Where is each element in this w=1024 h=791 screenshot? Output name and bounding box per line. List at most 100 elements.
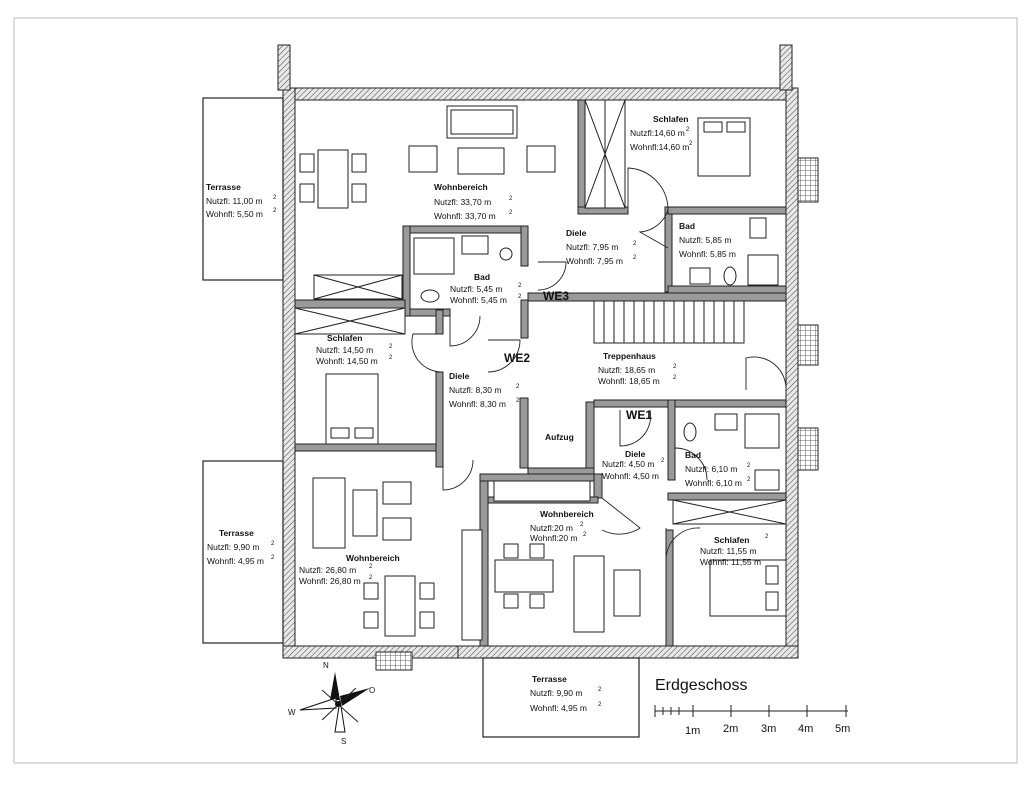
page-frame [13,17,1018,764]
room-name-schlafen-tr: Schlafen [653,114,688,124]
sup: 2 [633,241,637,247]
sup: 2 [518,283,522,289]
unit-label-we2: WE2 [504,351,530,365]
compass-n: N [323,661,329,670]
room-name-terrasse-tl: Terrasse [206,182,241,192]
sup: 2 [271,555,275,561]
room-name-bad-br: Bad [685,450,701,460]
sup: 2 [516,398,520,404]
sup: 2 [686,127,690,133]
room-wohnfl-schlafen-tr: Wohnfl:14,60 m [630,142,689,152]
room-nutzfl-treppenhaus: Nutzfl: 18,65 m [598,365,655,375]
room-labels: Terrasse Nutzfl: 11,00 m Wohnfl: 5,50 m … [206,114,761,713]
room-wohnfl-schlafen-br: Wohnfl: 11,55 m [700,557,761,567]
room-name-terrasse-b: Terrasse [532,674,567,684]
scale-label-2m: 2m [723,723,738,735]
room-nutzfl-wohn-bc: Nutzfl:20 m [530,523,573,533]
room-nutzfl-terrasse-tl: Nutzfl: 11,00 m [206,196,263,206]
room-wohnfl-terrasse-l: Wohnfl: 4,95 m [207,556,264,566]
sup: 2 [369,575,373,581]
room-wohnfl-terrasse-tl: Wohnfl: 5,50 m [206,209,263,219]
sup: 2 [598,687,602,693]
room-name-wohn-bc: Wohnbereich [540,509,594,519]
area-superscripts: 2 2 2 2 2 2 2 2 2 2 2 2 2 2 2 2 2 2 2 2 … [271,127,769,708]
room-wohnfl-diele-l: Wohnfl: 8,30 m [449,399,506,409]
room-nutzfl-terrasse-l: Nutzfl: 9,90 m [207,542,259,552]
room-nutzfl-diele-l: Nutzfl: 8,30 m [449,385,501,395]
room-nutzfl-schlafen-br: Nutzfl: 11,55 m [700,546,757,556]
room-wohnfl-bad-tr: Wohnfl: 5,85 m [679,249,736,259]
room-name-schlafen-l: Schlafen [327,333,362,343]
room-name-diele-top: Diele [566,228,587,238]
outer-walls [277,44,799,659]
room-name-schlafen-br: Schlafen [714,535,749,545]
sup: 2 [509,210,513,216]
room-nutzfl-terrasse-b: Nutzfl: 9,90 m [530,688,582,698]
window-grilles [313,157,819,671]
doors [411,167,787,561]
sup: 2 [273,195,277,201]
scale-label-3m: 3m [761,723,776,735]
room-nutzfl-diele-top: Nutzfl: 7,95 m [566,242,618,252]
room-name-bad-mid: Bad [474,272,490,282]
room-nutzfl-bad-tr: Nutzfl: 5,85 m [679,235,731,245]
sup: 2 [747,463,751,469]
room-wohnfl-wohn-bl: Wohnfl: 26,80 m [299,576,361,586]
terraces [202,97,640,738]
room-nutzfl-bad-br: Nutzfl: 6,10 m [685,464,737,474]
room-nutzfl-wohn-bl: Nutzfl: 26,80 m [299,565,356,575]
room-nutzfl-wohn-top: Nutzfl: 33,70 m [434,197,491,207]
sup: 2 [583,532,587,538]
room-name-diele-l: Diele [449,371,470,381]
compass-s: S [341,737,346,746]
room-wohnfl-treppenhaus: Wohnfl: 18,65 m [598,376,660,386]
sup: 2 [389,355,393,361]
room-wohnfl-wohn-bc: Wohnfl:20 m [530,533,578,543]
scale-bar: 1m 2m 3m 4m 5m [654,705,850,737]
sup: 2 [271,541,275,547]
furniture [299,105,787,641]
sup: 2 [369,564,373,570]
plan-title: Erdgeschoss [655,677,748,694]
room-name-bad-tr: Bad [679,221,695,231]
sup: 2 [673,364,677,370]
sup: 2 [689,141,693,147]
sup: 2 [518,294,522,300]
unit-label-we3: WE3 [543,289,569,303]
room-wohnfl-bad-mid: Wohnfl: 5,45 m [450,295,507,305]
room-nutzfl-schlafen-l: Nutzfl: 14,50 m [316,345,373,355]
room-name-wohn-bl: Wohnbereich [346,553,400,563]
sup: 2 [509,196,513,202]
sup: 2 [598,702,602,708]
scale-label-5m: 5m [835,723,850,735]
sup: 2 [673,375,677,381]
unit-label-we1: WE1 [626,408,652,422]
room-wohnfl-terrasse-b: Wohnfl: 4,95 m [530,703,587,713]
room-wohnfl-diele-we1: Wohnfl: 4,50 m [602,471,659,481]
sup: 2 [633,255,637,261]
room-wohnfl-wohn-top: Wohnfl: 33,70 m [434,211,496,221]
sup: 2 [765,534,769,540]
sup: 2 [747,477,751,483]
scale-label-1m: 1m [685,725,700,737]
room-name-diele-we1: Diele [625,449,646,459]
room-name-aufzug: Aufzug [545,432,574,442]
sup: 2 [389,344,393,350]
compass-o: O [369,686,375,695]
room-name-terrasse-l: Terrasse [219,528,254,538]
sup: 2 [580,522,584,528]
room-wohnfl-bad-br: Wohnfl: 6,10 m [685,478,742,488]
room-nutzfl-schlafen-tr: Nutzfl:14,60 m [630,128,685,138]
compass-w: W [288,708,296,717]
room-wohnfl-schlafen-l: Wohnfl: 14,50 m [316,356,378,366]
stairs [593,300,745,344]
room-wohnfl-diele-top: Wohnfl: 7,95 m [566,256,623,266]
sup: 2 [273,208,277,214]
room-name-treppenhaus: Treppenhaus [603,351,656,361]
sup: 2 [516,384,520,390]
room-nutzfl-bad-mid: Nutzfl: 5,45 m [450,284,502,294]
wardrobes [294,99,787,525]
room-name-wohn-top: Wohnbereich [434,182,488,192]
scale-label-4m: 4m [798,723,813,735]
